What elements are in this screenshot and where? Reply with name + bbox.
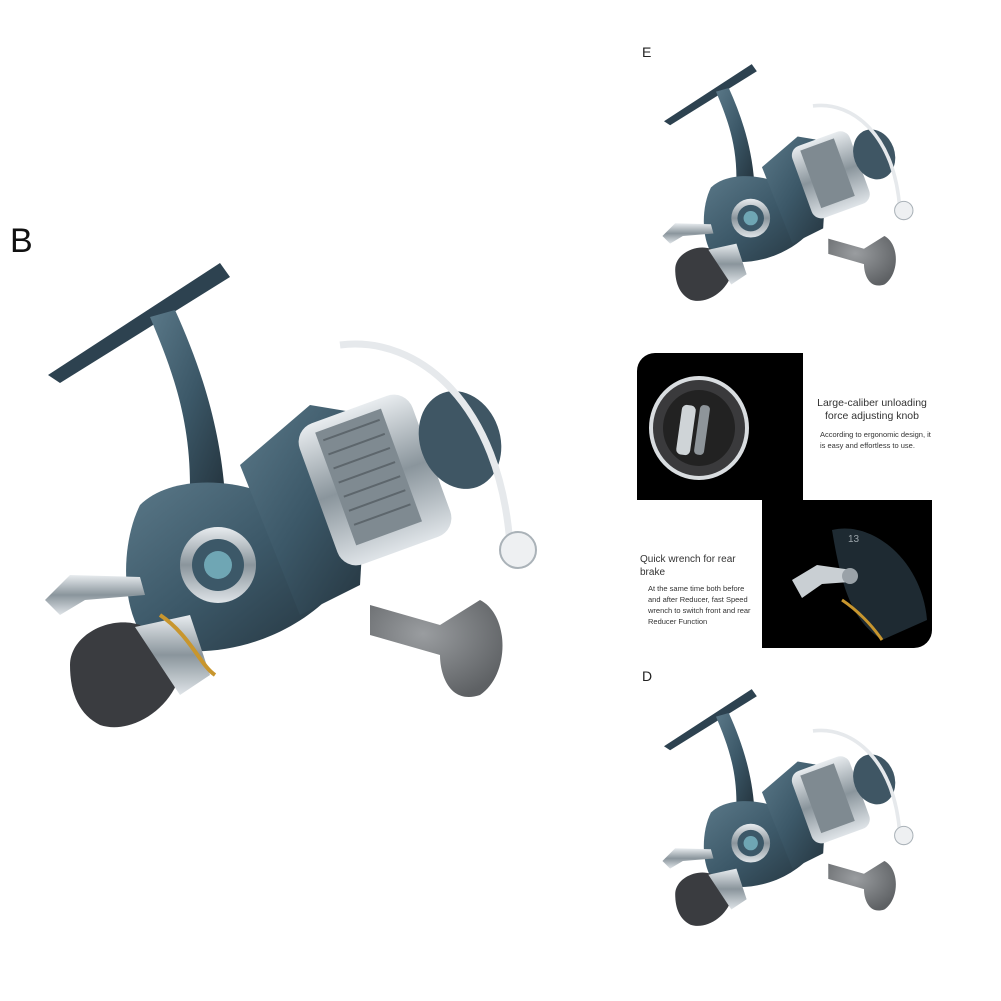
knob-description: According to ergonomic design, it is eas… <box>820 430 931 450</box>
image-label-b: B <box>10 222 33 260</box>
wrench-caption: Quick wrench for rear brake At the same … <box>640 553 758 627</box>
main-reel-photo <box>40 255 550 745</box>
top-right-reel-photo <box>655 60 925 310</box>
bottom-right-reel-photo <box>655 685 925 935</box>
knob-closeup-photo <box>637 353 803 500</box>
wrench-title: Quick wrench for rear brake <box>640 554 736 578</box>
spool-marking: 13 <box>848 534 860 545</box>
image-label-d: D <box>642 668 653 684</box>
knob-caption: Large-caliber unloading force adjusting … <box>808 397 936 451</box>
wrench-closeup-photo: 13 <box>762 500 932 648</box>
knob-title: Large-caliber unloading force adjusting … <box>817 397 927 422</box>
wrench-description: At the same time both before and after R… <box>648 584 751 626</box>
image-label-e: E <box>642 44 652 60</box>
